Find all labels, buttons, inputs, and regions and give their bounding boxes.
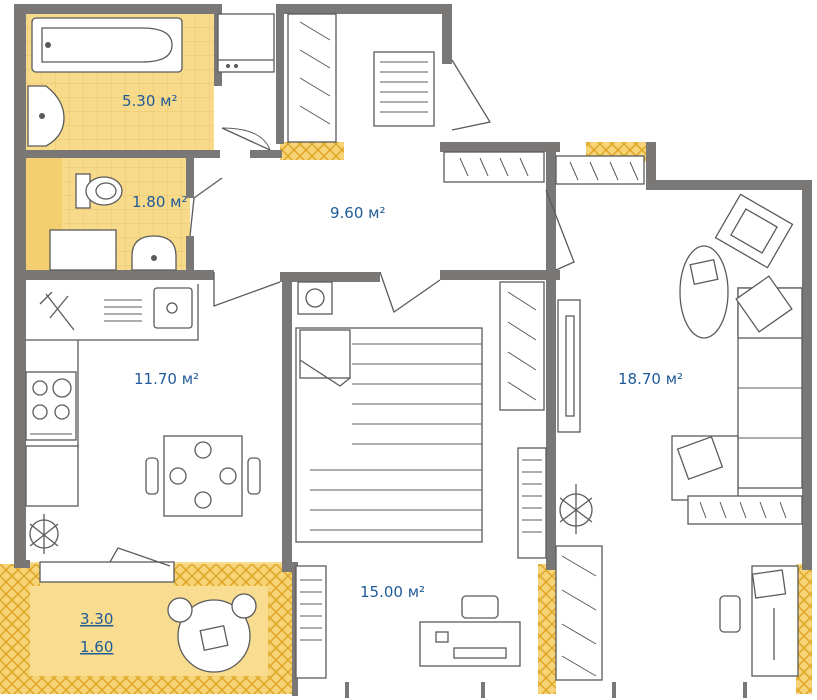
stove-top-icon xyxy=(104,299,142,322)
washbasin-icon xyxy=(27,85,65,147)
washing-machine-icon-2 xyxy=(297,281,333,315)
cutlery-icon xyxy=(39,291,75,331)
wardrobe-icon-hall-2 xyxy=(443,151,545,183)
balcony-door xyxy=(39,547,175,583)
desk-icon-2 xyxy=(719,565,799,677)
doors xyxy=(189,59,575,314)
bookshelf-icon-bedroom xyxy=(517,447,547,559)
wardrobe-icon-living-2 xyxy=(555,545,603,681)
desk-icon xyxy=(419,595,521,667)
walls xyxy=(14,4,812,698)
armchair-icon xyxy=(714,193,794,269)
floors xyxy=(26,12,294,692)
sink-icon xyxy=(153,287,193,329)
room-area-kitchen: 11.70 м² xyxy=(134,370,199,388)
wardrobe-icon-bedroom xyxy=(499,281,545,411)
balcony-area-reduced: 1.60 xyxy=(80,638,113,656)
bed-icon xyxy=(295,327,483,543)
room-area-hallway: 9.60 м² xyxy=(330,204,386,222)
room-area-bedroom: 15.00 м² xyxy=(360,583,425,601)
shoe-rack-icon xyxy=(373,51,435,127)
plant-icon xyxy=(29,514,59,554)
balcony-area-full: 3.30 xyxy=(80,610,113,628)
room-area-toilet: 1.80 м² xyxy=(132,193,188,211)
washbasin-icon-2 xyxy=(131,235,177,271)
toilet-icon xyxy=(75,173,123,209)
bookshelf-icon-bedroom-2 xyxy=(295,565,327,679)
bathtub-icon xyxy=(31,17,183,73)
coffee-table-icon xyxy=(679,245,729,339)
plant-icon-2 xyxy=(559,484,593,534)
wardrobe-icon-living xyxy=(555,155,645,185)
room-area-bathroom: 5.30 м² xyxy=(122,92,178,110)
fridge-icon xyxy=(25,445,79,507)
sofa-icon xyxy=(671,275,803,501)
stove-icon xyxy=(25,371,77,441)
bookshelf-icon-living xyxy=(687,495,803,525)
dining-table-icon xyxy=(145,435,261,517)
round-table-icon xyxy=(167,593,257,673)
washing-machine-icon xyxy=(217,13,275,73)
cabinet-icon xyxy=(49,229,117,271)
wardrobe-icon-hall xyxy=(287,13,337,143)
tv-icon xyxy=(557,299,581,433)
room-area-living-room: 18.70 м² xyxy=(618,370,683,388)
